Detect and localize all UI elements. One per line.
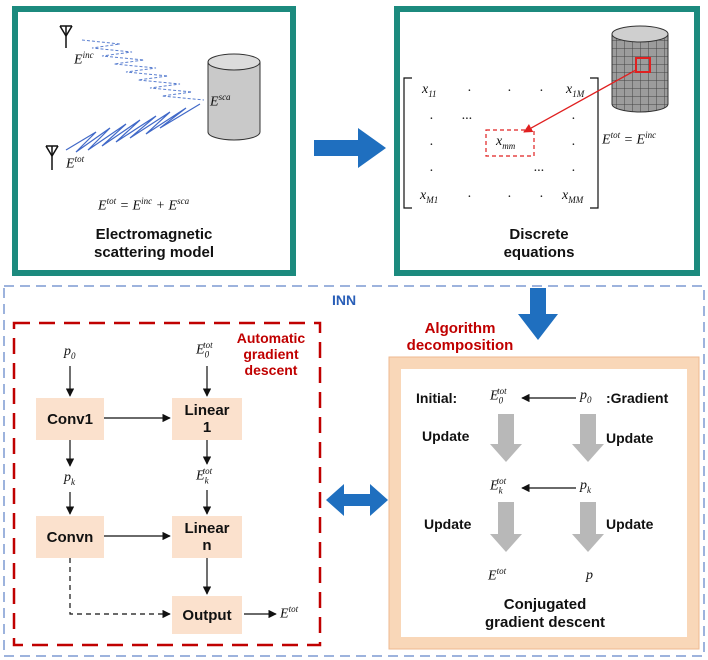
update-label-left-1: Update [422,428,470,444]
matrix-xmm: xmm [496,134,516,151]
matrix-dot: . [572,108,576,123]
scattering-panel [12,6,296,276]
convn-node: Convn [36,516,104,558]
matrix-dot: . [468,186,472,201]
matrix-dots: ... [462,108,473,123]
antenna-bottom-icon [45,145,59,170]
matrix-dot: . [540,80,544,95]
pk-label: pk [64,470,75,487]
algorithm-inner [401,369,687,637]
matrix-dot: . [572,134,576,149]
matrix-right-bracket [590,77,599,209]
scattering-equation: Etot = Einc + Esca [98,196,190,214]
matrix-left-bracket [403,77,412,209]
linear1-node: Linear 1 [172,398,242,440]
ek-step: Ektot [490,476,507,496]
matrix-dot: . [572,160,576,175]
update-label-left-2: Update [424,516,472,532]
discrete-panel [394,6,700,276]
gradient-label: :Gradient [606,390,669,406]
selected-element-box [485,129,535,157]
matrix-x11: x11 [422,82,437,99]
inn-label: INN [332,292,357,308]
automatic-gd-frame [12,321,322,647]
p-final: p [586,568,593,583]
update-label-right-1: Update [606,430,654,446]
mapping-arrow [523,69,637,133]
matrix-dots: ... [534,160,545,175]
matrix-xMM: xMM [562,188,584,205]
matrix-dot: . [430,108,434,123]
conv1-node: Conv1 [36,398,104,440]
linearn-node: Linear n [172,516,242,558]
etot-final: Etot [488,566,507,584]
matrix-dot: . [508,80,512,95]
matrix-dot: . [468,80,472,95]
discretized-cylinder [611,25,669,113]
total-wave [65,103,201,153]
e-inc-label: Einc [74,50,94,68]
e0-input: E0tot [196,340,213,360]
discrete-caption: Discrete equations [503,226,575,261]
automatic-gd-title: Automatic gradient descent [236,330,306,378]
p0-input: p0 [64,344,76,361]
matrix-dot: . [430,134,434,149]
matrix-dot: . [430,160,434,175]
right-arrow [314,128,386,168]
matrix-dot: . [540,186,544,201]
ek-label: Ektot [196,466,213,486]
e-tot-label: Etot [66,154,85,172]
discrete-equation: Etot = Einc [602,130,657,148]
initial-label: Initial: [416,390,458,406]
incident-wave [81,39,205,101]
e-sca-label: Esca [210,92,231,110]
update-label-right-2: Update [606,516,654,532]
output-node: Output [172,596,242,634]
conjugated-caption: Conjugated gradient descent [484,596,606,631]
down-arrow [518,288,558,340]
e0-init: E0tot [490,386,507,406]
scattering-caption: Electromagnetic scattering model [93,226,215,261]
p0-init: p0 [580,388,592,405]
matrix-dot: . [508,186,512,201]
gray-update-arrows [490,414,604,552]
matrix-xM1: xM1 [420,188,439,205]
scatterer-cylinder [207,53,261,141]
double-arrow [326,484,388,516]
antenna-top-icon [59,25,73,48]
pk-step: pk [580,478,591,495]
inn-frame [3,285,705,657]
matrix-x1M: x1M [566,82,585,99]
etot-output: Etot [280,604,299,622]
algorithm-title: Algorithm decomposition [406,320,514,354]
